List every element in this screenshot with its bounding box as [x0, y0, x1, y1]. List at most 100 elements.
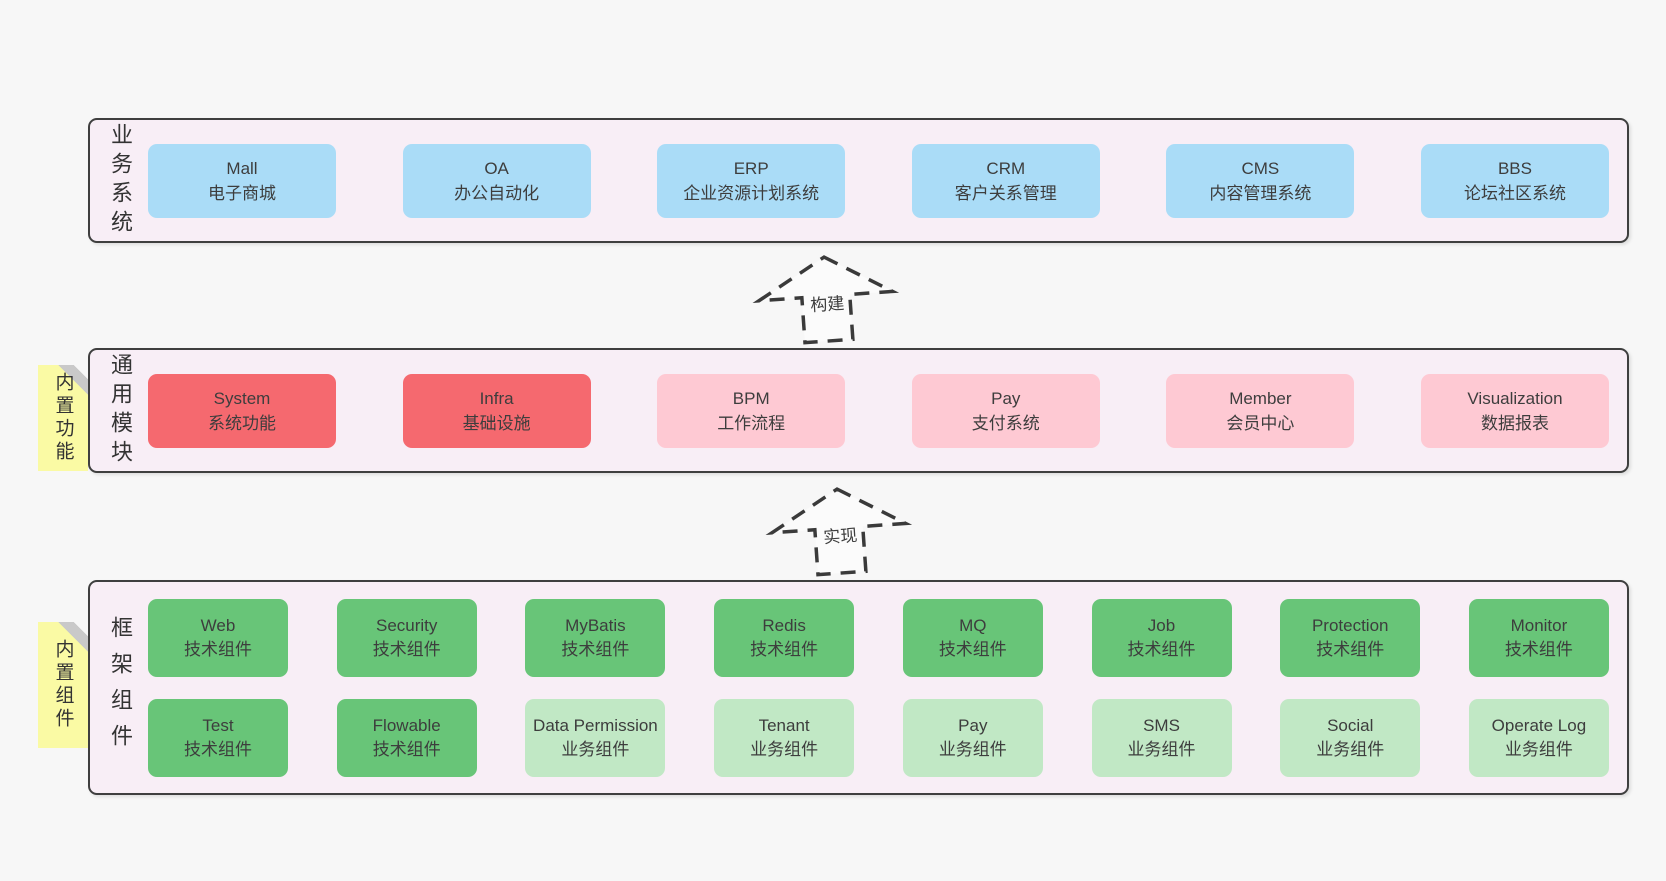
- box-title: Flowable: [372, 715, 441, 735]
- box-title: Monitor: [1510, 615, 1568, 635]
- box-subtitle: 业务组件: [750, 739, 819, 759]
- box-title: ERP: [733, 158, 769, 178]
- box-pay-system: Pay 支付系统: [911, 373, 1100, 448]
- box-tenant: Tenant 业务组件: [714, 698, 855, 777]
- box-title: BPM: [732, 388, 770, 408]
- box-test: Test 技术组件: [148, 698, 288, 777]
- box-crm: CRM 客户关系管理: [911, 143, 1100, 218]
- box-infra: Infra 基础设施: [402, 373, 591, 448]
- panel-framework-components: 内置组件 框架组件 Web 技术组件 Security 技术组件 MyBatis…: [38, 580, 1629, 795]
- arrow-build-label: 构建: [806, 288, 849, 317]
- box-subtitle: 支付系统: [971, 413, 1040, 433]
- common-boxes: System 系统功能 Infra 基础设施 BPM 工作流程 Pay 支付系统…: [136, 373, 1627, 448]
- arrow-build: 构建: [749, 247, 905, 351]
- business-boxes: Mall 电子商城 OA 办公自动化 ERP 企业资源计划系统 CRM 客户关系…: [136, 143, 1627, 218]
- arrow-implement-label: 实现: [819, 520, 862, 549]
- box-subtitle: 工作流程: [717, 413, 786, 433]
- box-erp: ERP 企业资源计划系统: [657, 143, 846, 218]
- box-subtitle: 技术组件: [184, 739, 252, 759]
- panel-common-label: 通用模块: [108, 352, 133, 469]
- box-job: Job 技术组件: [1091, 598, 1232, 677]
- framework-row-1: Web 技术组件 Security 技术组件 MyBatis 技术组件 Redi…: [148, 598, 1609, 677]
- arrow-implement: 实现: [762, 479, 918, 583]
- box-title: MQ: [959, 615, 987, 635]
- framework-boxes: Web 技术组件 Security 技术组件 MyBatis 技术组件 Redi…: [136, 598, 1627, 777]
- box-title: Web: [200, 615, 236, 635]
- box-visualization: Visualization 数据报表: [1420, 373, 1609, 448]
- sticky-note-builtin-components: 内置组件: [38, 622, 88, 748]
- box-title: Infra: [479, 388, 514, 408]
- box-title: Pay: [958, 715, 988, 735]
- panel-business-systems: 业务系统 Mall 电子商城 OA 办公自动化 ERP 企业资源计划系统 CRM…: [88, 118, 1629, 243]
- box-subtitle: 业务组件: [1316, 739, 1385, 759]
- box-title: Mall: [226, 158, 258, 178]
- box-subtitle: 业务组件: [938, 739, 1007, 759]
- box-cms: CMS 内容管理系统: [1166, 143, 1355, 218]
- box-mq: MQ 技术组件: [902, 598, 1043, 677]
- box-data-permission: Data Permission 业务组件: [525, 698, 666, 777]
- box-subtitle: 会员中心: [1226, 413, 1295, 433]
- box-title: System: [213, 388, 271, 408]
- box-title: Tenant: [758, 715, 810, 735]
- box-subtitle: 技术组件: [938, 639, 1007, 659]
- box-title: OA: [484, 158, 509, 178]
- box-subtitle: 技术组件: [1504, 639, 1573, 659]
- box-subtitle: 系统功能: [208, 413, 276, 433]
- box-title: Social: [1327, 715, 1374, 735]
- box-title: Visualization: [1467, 388, 1563, 408]
- box-system: System 系统功能: [148, 373, 336, 448]
- box-title: CRM: [986, 158, 1026, 178]
- box-title: Protection: [1311, 615, 1389, 635]
- box-oa: OA 办公自动化: [402, 143, 591, 218]
- box-subtitle: 技术组件: [561, 639, 630, 659]
- box-flowable: Flowable 技术组件: [336, 698, 477, 777]
- box-security: Security 技术组件: [336, 598, 477, 677]
- box-redis: Redis 技术组件: [714, 598, 855, 677]
- box-subtitle: 企业资源计划系统: [683, 183, 820, 203]
- box-subtitle: 论坛社区系统: [1463, 183, 1566, 203]
- box-title: BBS: [1497, 158, 1532, 178]
- box-subtitle: 数据报表: [1480, 413, 1549, 433]
- box-title: Data Permission: [533, 715, 658, 735]
- box-pay-component: Pay 业务组件: [902, 698, 1043, 777]
- box-subtitle: 业务组件: [1127, 739, 1196, 759]
- box-subtitle: 办公自动化: [454, 183, 540, 203]
- box-sms: SMS 业务组件: [1091, 698, 1232, 777]
- box-title: Redis: [762, 615, 806, 635]
- box-monitor: Monitor 技术组件: [1468, 598, 1609, 677]
- box-member: Member 会员中心: [1166, 373, 1355, 448]
- box-subtitle: 电子商城: [208, 183, 276, 203]
- box-subtitle: 技术组件: [750, 639, 819, 659]
- box-title: SMS: [1143, 715, 1180, 735]
- panel-business-label: 业务系统: [108, 122, 133, 239]
- box-subtitle: 技术组件: [1316, 639, 1385, 659]
- box-subtitle: 技术组件: [184, 639, 252, 659]
- box-mybatis: MyBatis 技术组件: [525, 598, 666, 677]
- box-protection: Protection 技术组件: [1280, 598, 1421, 677]
- box-bpm: BPM 工作流程: [657, 373, 846, 448]
- box-title: Operate Log: [1491, 715, 1587, 735]
- box-subtitle: 技术组件: [372, 739, 441, 759]
- box-subtitle: 内容管理系统: [1209, 183, 1312, 203]
- box-subtitle: 技术组件: [1127, 639, 1196, 659]
- box-subtitle: 业务组件: [561, 739, 630, 759]
- box-subtitle: 基础设施: [462, 413, 531, 433]
- box-title: Test: [202, 715, 234, 735]
- panel-framework-label: 框架组件: [108, 615, 133, 760]
- box-title: CMS: [1241, 158, 1280, 178]
- box-web: Web 技术组件: [148, 598, 288, 677]
- panel-common-modules: 内置功能 通用模块 System 系统功能 Infra 基础设施 BPM 工作流…: [38, 348, 1629, 473]
- framework-row-2: Test 技术组件 Flowable 技术组件 Data Permission …: [148, 698, 1609, 777]
- box-subtitle: 客户关系管理: [954, 183, 1057, 203]
- box-title: MyBatis: [565, 615, 626, 635]
- box-title: Security: [375, 615, 438, 635]
- sticky-note-text: 内置功能: [52, 372, 74, 464]
- box-mall: Mall 电子商城: [148, 143, 336, 218]
- box-title: Job: [1147, 615, 1176, 635]
- box-title: Member: [1229, 388, 1292, 408]
- box-title: Pay: [991, 388, 1021, 408]
- sticky-note-builtin-functions: 内置功能: [38, 365, 88, 471]
- box-bbs: BBS 论坛社区系统: [1420, 143, 1609, 218]
- sticky-note-text: 内置组件: [52, 639, 74, 731]
